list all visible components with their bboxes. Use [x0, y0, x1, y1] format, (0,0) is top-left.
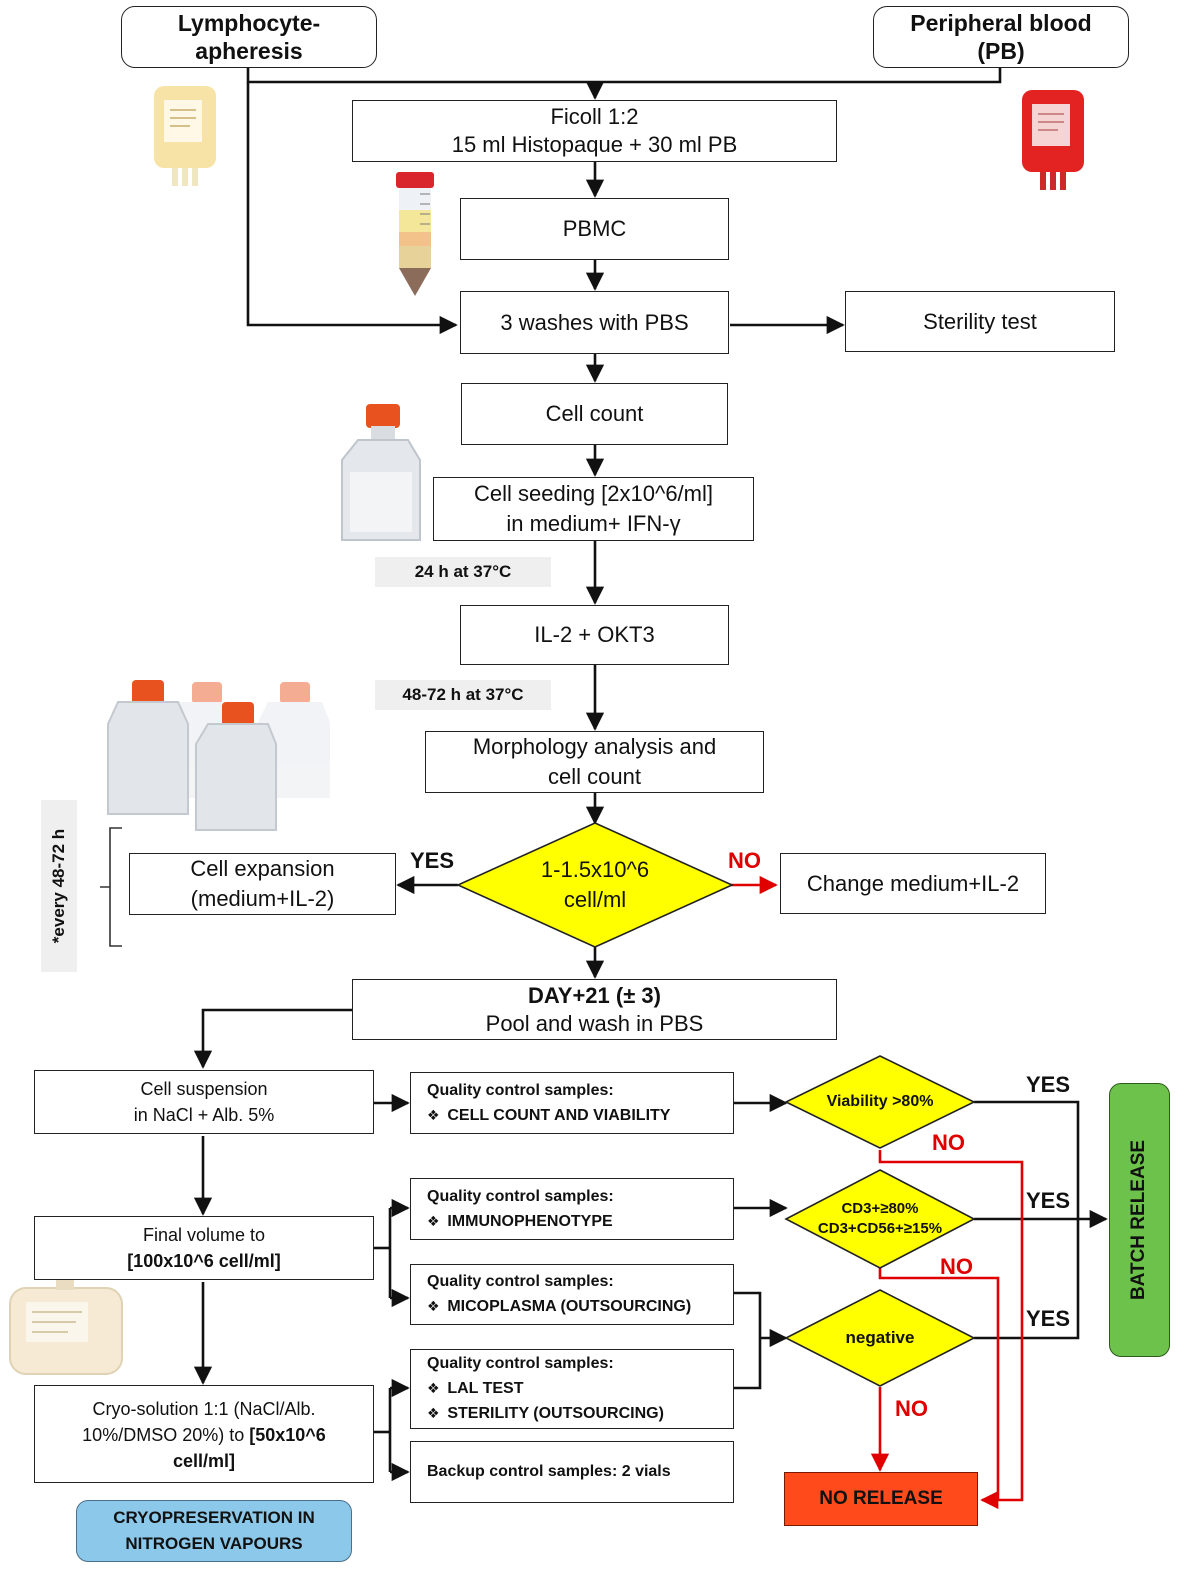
qc-immunophenotype: Quality control samples: IMMUNOPHENOTYPE	[410, 1178, 734, 1240]
morphology-label: Morphology analysis and cell count	[472, 734, 717, 789]
decision-density-shape	[456, 822, 734, 948]
peripheral-blood-label: Peripheral blood (PB)	[910, 10, 1092, 64]
pbmc-label: PBMC	[562, 216, 627, 241]
qc-cell-count-viability: Quality control samples: CELL COUNT AND …	[410, 1072, 734, 1134]
qc-header: Quality control samples:	[427, 1273, 614, 1290]
qc-item-micoplasma: MICOPLASMA (OUTSOURCING)	[427, 1294, 691, 1319]
yes-label-immunophenotype: YES	[1026, 1188, 1071, 1213]
blood-bag-icon	[154, 86, 216, 186]
no-label-change-medium: NO	[728, 848, 761, 873]
pool-step: DAY+21 (± 3) Pool and wash in PBS	[352, 979, 837, 1040]
peripheral-blood-box: Peripheral blood (PB)	[873, 6, 1129, 68]
cryo-solution-step: Cryo-solution 1:1 (NaCl/Alb. 10%/DMSO 20…	[34, 1385, 374, 1483]
cell-count-step: Cell count	[461, 383, 728, 445]
qc-item-lal: LAL TEST	[427, 1376, 523, 1401]
ficoll-step: Ficoll 1:2 15 ml Histopaque + 30 ml PB	[352, 100, 837, 162]
washes-step: 3 washes with PBS	[460, 291, 729, 354]
incubation-24h-note: 24 h at 37°C	[375, 557, 551, 587]
cryopreservation-label: CRYOPRESERVATION IN NITROGEN VAPOURS	[113, 1508, 315, 1553]
decision-density: 1-1.5x10^6 cell/ml	[500, 855, 690, 915]
qc-header: Quality control samples:	[427, 1187, 614, 1205]
decision-immunophenotype-label: CD3+≥80% CD3+CD56+≥15%	[817, 1200, 943, 1237]
culture-flask-icon	[341, 404, 421, 541]
pool-wash-label: Pool and wash in PBS	[485, 1010, 704, 1036]
sterility-test-step: Sterility test	[845, 291, 1115, 352]
final-volume-step: Final volume to [100x10^6 cell/ml]	[34, 1216, 374, 1280]
cell-expansion-step: Cell expansion (medium+IL-2)	[129, 853, 396, 915]
batch-release-box: BATCH RELEASE	[1109, 1083, 1170, 1357]
cell-count-label: Cell count	[545, 401, 644, 426]
no-label-negative: NO	[895, 1396, 928, 1421]
cell-seeding-step: Cell seeding [2x10^6/ml] in medium+ IFN-…	[433, 477, 754, 541]
decision-negative: negative	[800, 1322, 960, 1354]
decision-immuno-shape	[784, 1169, 976, 1269]
qc-micoplasma: Quality control samples: MICOPLASMA (OUT…	[410, 1264, 734, 1325]
cell-seeding-label: Cell seeding [2x10^6/ml] in medium+ IFN-…	[473, 481, 713, 536]
test-tube-icon	[396, 172, 434, 296]
batch-release-label: BATCH RELEASE	[1128, 1139, 1150, 1301]
morphology-step: Morphology analysis and cell count	[425, 731, 764, 793]
culture-flasks-icon	[107, 680, 330, 831]
cell-suspension-step: Cell suspension in NaCl + Alb. 5%	[34, 1070, 374, 1134]
no-label-viability: NO	[932, 1130, 965, 1155]
decision-immunophenotype: CD3+≥80% CD3+CD56+≥15%	[800, 1196, 960, 1242]
every-48-72h-label: *every 48-72 h	[49, 828, 68, 944]
decision-negative-label: negative	[845, 1328, 915, 1347]
yes-label-expansion: YES	[410, 848, 455, 873]
qc-header: Quality control samples:	[427, 1355, 614, 1372]
change-medium-step: Change medium+IL-2	[780, 853, 1046, 914]
pbmc-step: PBMC	[460, 198, 729, 260]
cryo-solution-label: Cryo-solution 1:1 (NaCl/Alb. 10%/DMSO 20…	[82, 1399, 316, 1445]
yes-label-viability: YES	[1026, 1072, 1071, 1097]
no-label-immunophenotype: NO	[940, 1254, 973, 1279]
pool-day-label: DAY+21 (± 3)	[528, 982, 661, 1008]
cryopreservation-box: CRYOPRESERVATION IN NITROGEN VAPOURS	[76, 1500, 352, 1562]
yes-label-negative: YES	[1026, 1306, 1071, 1331]
sterility-test-label: Sterility test	[923, 308, 1037, 334]
blood-bag-icon	[1022, 90, 1084, 190]
cell-expansion-label: Cell expansion (medium+IL-2)	[190, 856, 335, 911]
final-volume-concentration: [100x10^6 cell/ml]	[127, 1251, 281, 1271]
qc-lal-sterility: Quality control samples: LAL TEST STERIL…	[410, 1349, 734, 1429]
decision-viability-label: Viability >80%	[826, 1093, 934, 1110]
ficoll-label: Ficoll 1:2 15 ml Histopaque + 30 ml PB	[451, 104, 738, 157]
washes-label: 3 washes with PBS	[500, 309, 689, 335]
final-volume-label: Final volume to	[142, 1225, 266, 1245]
incubation-48h-note: 48-72 h at 37°C	[375, 680, 551, 710]
infusion-bag-icon	[9, 1278, 123, 1375]
decision-negative-shape	[784, 1289, 976, 1387]
every-48-72h-note: *every 48-72 h	[41, 800, 77, 972]
no-release-label: NO RELEASE	[819, 1488, 943, 1509]
il2-okt3-step: IL-2 + OKT3	[460, 605, 729, 665]
incubation-24h-label: 24 h at 37°C	[414, 562, 512, 581]
lymphocyte-apheresis-box: Lymphocyte- apheresis	[121, 6, 377, 68]
il2-okt3-label: IL-2 + OKT3	[534, 622, 655, 647]
cryo-solution-concentration: [50x10^6 cell/ml]	[172, 1425, 326, 1471]
qc-item-immunophenotype: IMMUNOPHENOTYPE	[427, 1209, 612, 1234]
incubation-48h-label: 48-72 h at 37°C	[402, 685, 524, 704]
decision-viability: Viability >80%	[800, 1086, 960, 1118]
connector-sources	[246, 68, 1002, 84]
decision-viability-shape	[784, 1055, 976, 1149]
backup-samples-label: Backup control samples: 2 vials	[427, 1463, 671, 1480]
qc-header: Quality control samples:	[427, 1081, 614, 1099]
cell-suspension-label: Cell suspension in NaCl + Alb. 5%	[133, 1079, 275, 1125]
change-medium-label: Change medium+IL-2	[806, 870, 1020, 896]
qc-item-sterility: STERILITY (OUTSOURCING)	[427, 1401, 664, 1426]
backup-samples: Backup control samples: 2 vials	[410, 1441, 734, 1503]
qc-item-cell-count-viability: CELL COUNT AND VIABILITY	[427, 1103, 670, 1128]
decision-density-label: 1-1.5x10^6 cell/ml	[540, 857, 650, 912]
no-release-box: NO RELEASE	[784, 1472, 978, 1526]
lymphocyte-apheresis-label: Lymphocyte- apheresis	[177, 10, 321, 64]
